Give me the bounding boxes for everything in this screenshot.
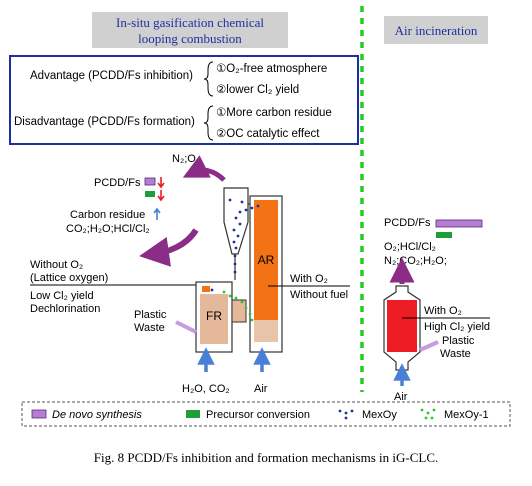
left-header-line2: looping combustion <box>138 31 242 46</box>
mechanism-box <box>9 55 359 145</box>
legend-mexoy-label: MexOy <box>362 409 397 421</box>
legend-precursor-swatch <box>186 410 200 418</box>
legend-denovo-label: De novo synthesis <box>52 409 142 421</box>
iclc-precursor-down-arrow <box>157 190 165 202</box>
fr-label: FR <box>206 309 222 323</box>
legend-mexoy1-swatch <box>420 408 436 420</box>
incin-with-o2: With O₂ <box>424 305 462 317</box>
incin-products-line1: O₂;HCl/Cl₂ <box>384 241 436 253</box>
legend-denovo-swatch <box>31 409 47 419</box>
ar-with-o2: With O₂ <box>290 273 328 285</box>
carbon-residue-label: Carbon residue <box>70 209 145 221</box>
legend-precursor-label: Precursor conversion <box>206 409 310 421</box>
fr-products-label: CO₂;H₂O;HCl/Cl₂ <box>66 223 150 235</box>
incin-precursor-bar <box>436 232 452 238</box>
left-header-box <box>92 12 288 48</box>
fr-body <box>200 294 228 344</box>
disadvantage-brace <box>203 105 214 141</box>
incin-products-line2: N₂;CO₂;H₂O; <box>384 255 447 267</box>
incin-high-cl2: High Cl₂ yield <box>424 321 490 333</box>
incin-inlet-label: Air <box>394 391 408 403</box>
incin-plastic-line1: Plastic <box>442 335 475 347</box>
fr-top-particle <box>202 286 210 292</box>
cyclone <box>223 187 249 255</box>
fr-outlet-arrow <box>139 228 199 267</box>
disadvantage-item-1: ①More carbon residue <box>216 107 332 119</box>
iclc-precursor-mark <box>145 191 155 197</box>
low-cl2-line1: Low Cl₂ yield <box>30 290 94 302</box>
iclc-pcdd-label: PCDD/Fs <box>94 177 141 189</box>
iclc-denovo-mark <box>144 177 156 186</box>
without-o2-line1: Without O₂ <box>30 259 83 271</box>
figure-caption: Fig. 8 PCDD/Fs inhibition and formation … <box>94 450 439 465</box>
fr-plastic-feed <box>175 320 197 334</box>
legend-mexoy-swatch <box>338 409 354 420</box>
incin-denovo-bar <box>435 219 483 228</box>
loop-seal <box>231 299 247 323</box>
incinerator-body <box>387 300 417 352</box>
legend-mexoy1-label: MexOy-1 <box>444 409 489 421</box>
advantage-brace <box>203 61 214 97</box>
incin-pcdd-label: PCDD/Fs <box>384 217 431 229</box>
ar-inlet-label: Air <box>254 383 268 395</box>
right-header-box <box>384 16 488 44</box>
advantage-item-2: ②lower Cl₂ yield <box>216 84 299 96</box>
low-cl2-line2: Dechlorination <box>30 303 100 315</box>
carbon-residue-up-arrow <box>153 207 161 220</box>
disadvantage-label: Disadvantage (PCDD/Fs formation) <box>14 116 195 128</box>
left-header-line1: In-situ gasification chemical <box>116 15 264 30</box>
fr-inlet-label: H₂O, CO₂ <box>182 383 230 395</box>
top-outlet-arrow <box>182 155 226 182</box>
fr-plastic-line2: Waste <box>134 322 165 334</box>
iclc-denovo-down-arrow <box>157 177 165 189</box>
advantage-item-1: ①O₂-free atmosphere <box>216 63 327 75</box>
ar-bed <box>254 320 278 342</box>
advantage-label: Advantage (PCDD/Fs inhibition) <box>30 70 193 82</box>
mexoy1-particles <box>222 290 254 322</box>
top-gas-label: N₂;O₂ <box>172 153 200 165</box>
ar-body <box>254 200 278 320</box>
ar-without-fuel: Without fuel <box>290 289 348 301</box>
incin-plastic-line2: Waste <box>440 348 471 360</box>
right-header: Air incineration <box>395 23 478 38</box>
ar-label: AR <box>258 253 275 267</box>
disadvantage-item-2: ②OC catalytic effect <box>216 128 320 140</box>
incin-plastic-feed <box>419 340 439 352</box>
fr-plastic-line1: Plastic <box>134 309 167 321</box>
mexoy-particles <box>210 198 260 292</box>
without-o2-line2: (Lattice oxygen) <box>30 272 108 284</box>
